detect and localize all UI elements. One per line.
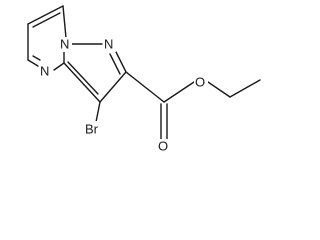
- atom-label-n-bridge: N: [60, 37, 69, 52]
- atom-label-n-pyrimidine: N: [40, 64, 49, 79]
- molecule-drawing: N N N Br O O: [27, 5, 261, 154]
- bond-n4-c3a: [53, 62, 65, 71]
- bond-n7a-c7: [62, 5, 67, 39]
- bond-c5-n4: [27, 59, 39, 67]
- bond-c3-br: [95, 101, 101, 123]
- bond-c2-c3: [99, 71, 127, 103]
- atom-label-carbonyl-oxygen: O: [158, 139, 168, 154]
- bond-n1-c2-double: [109, 53, 121, 75]
- bond-c5-n4-double: [32, 55, 41, 61]
- atom-ester-oxygen: O: [194, 75, 208, 90]
- atom-label-bromine: Br: [85, 122, 99, 137]
- atom-carbonyl-oxygen: O: [157, 139, 170, 154]
- bond-c3-c3a: [63, 62, 101, 103]
- structure-canvas: N N N Br O O: [27, 5, 261, 154]
- bond-c7-c6: [27, 5, 64, 25]
- atom-n-bridge: N: [59, 37, 72, 52]
- bond-n1-c2: [115, 51, 127, 73]
- bond-c2-carbonyl: [125, 71, 165, 103]
- atom-n-pyrimidine: N: [39, 63, 52, 79]
- bond-carbonyl-o-ester: [163, 81, 195, 103]
- bond-c7-c6-double: [32, 12, 61, 28]
- atom-label-ester-oxygen: O: [195, 75, 205, 90]
- bond-o-ch2: [207, 81, 231, 98]
- bond-c3-c3a-double: [67, 61, 99, 95]
- bond-ch2-ch3: [229, 79, 261, 98]
- atom-bromine: Br: [84, 121, 106, 137]
- atom-label-n-pyrazole: N: [104, 37, 113, 52]
- atom-n-pyrazole: N: [103, 37, 116, 52]
